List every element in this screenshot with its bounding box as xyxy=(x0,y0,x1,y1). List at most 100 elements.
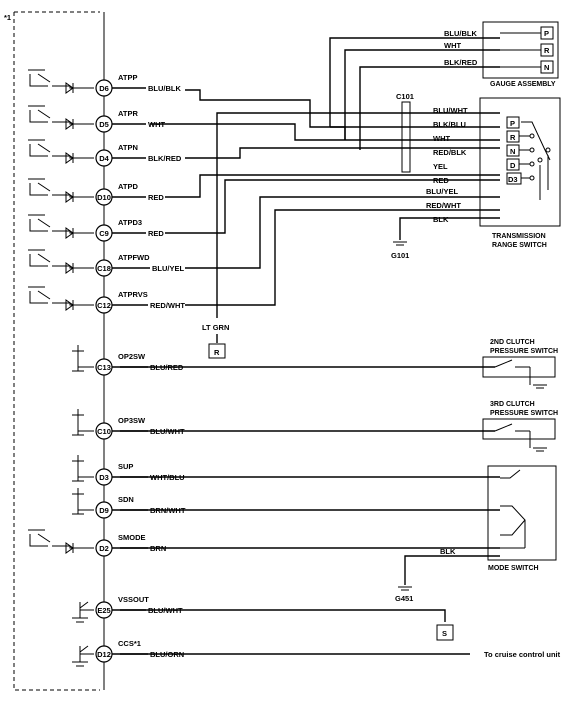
mode-switch-title: MODE SWITCH xyxy=(488,565,539,572)
lt-grn-terminal xyxy=(208,343,226,359)
clutch-2nd-title-1: 2ND CLUTCH xyxy=(490,339,535,346)
trs-pos-n: N xyxy=(510,147,515,156)
lt-grn-terminal-label: R xyxy=(214,348,220,357)
pin-signal-c9: ATPD3 xyxy=(118,218,142,227)
pin-wire-c9: RED xyxy=(148,229,164,238)
clutch-2nd-contacts xyxy=(494,359,531,385)
trs-wire-label-2: BLK/BLU xyxy=(433,120,466,129)
pin-rows: D6ATPPBLU/BLKD5ATPRWHTD4ATPNBLK/REDD10AT… xyxy=(28,69,186,667)
pin-id-e25: E25 xyxy=(97,606,110,615)
pin-id-d12: D12 xyxy=(97,650,111,659)
control-module-border xyxy=(13,12,100,691)
wire-vssout xyxy=(120,609,446,622)
wire-atpfwd xyxy=(185,196,500,269)
pin-signal-e25: VSSOUT xyxy=(118,595,149,604)
clutch-3rd-title-2: PRESSURE SWITCH xyxy=(490,410,558,417)
pin-id-c12: C12 xyxy=(97,301,111,310)
ground-g101-symbol xyxy=(393,241,407,246)
wire-gauge-blk-red xyxy=(359,66,500,150)
gauge-wire-label-1: BLU/BLK xyxy=(444,29,477,38)
trs-pos-p: P xyxy=(510,119,515,128)
pin-signal-d4: ATPN xyxy=(118,143,138,152)
clutch-3rd-title-1: 3RD CLUTCH xyxy=(490,401,535,408)
trs-wire-label-7: BLU/YEL xyxy=(426,187,459,196)
connector-c101-label: C101 xyxy=(396,92,414,101)
trs-wire-label-8: RED/WHT xyxy=(426,201,461,210)
clutch-3rd-switch xyxy=(482,418,556,440)
pin-signal-c18: ATPFWD xyxy=(118,253,150,262)
pin-id-c9: C9 xyxy=(99,229,109,238)
wire-blk-g101 xyxy=(399,217,500,240)
gauge-assembly-title: GAUGE ASSEMBLY xyxy=(490,81,556,88)
pin-signal-c10: OP3SW xyxy=(118,416,146,425)
wire-atpd3 xyxy=(165,179,500,234)
pin-wire-c18: BLU/YEL xyxy=(152,264,185,273)
wire-mode-blk xyxy=(404,555,500,585)
lt-grn-label: LT GRN xyxy=(202,323,229,332)
pin-row-d6: D6 ATPP BLU/BLK xyxy=(28,69,181,97)
trs-wire-label-3: WHT xyxy=(433,134,450,143)
trs-pos-r: R xyxy=(510,133,516,142)
trs-pos-d: D xyxy=(510,161,516,170)
wire-atpd xyxy=(165,174,500,198)
pin-signal-d6: ATPP xyxy=(118,73,137,82)
pin-wire-d6: BLU/BLK xyxy=(148,84,181,93)
ground-g451-label: G451 xyxy=(395,594,413,603)
pin-signal-d9: SDN xyxy=(118,495,134,504)
pin-wire-d4: BLK/RED xyxy=(148,154,182,163)
pin-signal-d10: ATPD xyxy=(118,182,138,191)
trs-wire-label-5: YEL xyxy=(433,162,448,171)
wire-blu-wht-c101 xyxy=(216,112,500,318)
cruise-note: To cruise control unit xyxy=(484,650,561,659)
pin-id-d5: D5 xyxy=(99,120,109,129)
pin-id-d4: D4 xyxy=(99,154,109,163)
pin-signal-c13: OP2SW xyxy=(118,352,146,361)
pin-signal-c12: ATPRVS xyxy=(118,290,148,299)
wire-trs-to-gauge-wht xyxy=(330,126,346,140)
wire-atpr xyxy=(150,123,500,141)
pin-id-d9: D9 xyxy=(99,506,109,515)
wire-gauge-blu-blk xyxy=(329,37,500,127)
gauge-pos-r: R xyxy=(544,46,550,55)
trs-wire-label-9: BLK xyxy=(433,215,449,224)
pin-signal-d12: CCS*1 xyxy=(118,639,141,648)
mode-switch-contacts xyxy=(500,469,526,549)
wire-atprvs xyxy=(185,209,500,306)
trs-pos-d3: D3 xyxy=(508,175,518,184)
pin-id-d3: D3 xyxy=(99,473,109,482)
pin-row-d4: D4 ATPN BLK/RED xyxy=(28,139,182,167)
trs-title-1: TRANSMISSION xyxy=(492,233,546,240)
pin-wire-d10: RED xyxy=(148,193,164,202)
pin-id-c18: C18 xyxy=(97,264,111,273)
gauge-wire-label-2: WHT xyxy=(444,41,461,50)
ground-g101-label: G101 xyxy=(391,251,409,260)
pin-id-d6: D6 xyxy=(99,84,109,93)
clutch-3rd-contacts xyxy=(494,423,531,448)
pin-id-c13: C13 xyxy=(97,363,111,372)
wire-gauge-wht xyxy=(344,49,500,140)
gauge-wire-label-3: BLK/RED xyxy=(444,58,478,67)
mode-switch xyxy=(487,465,557,561)
pin-signal-d3: SUP xyxy=(118,462,133,471)
trs-wire-label-1: BLU/WHT xyxy=(433,106,468,115)
trs-title-2: RANGE SWITCH xyxy=(492,242,547,249)
pin-signal-d5: ATPR xyxy=(118,109,138,118)
trs-wire-label-4: RED/BLK xyxy=(433,148,467,157)
transmission-range-switch: P R N D D3 TRANSMISSION RANGE SWITCH xyxy=(479,97,561,249)
gauge-pos-n: N xyxy=(544,63,549,72)
corner-mark: *1 xyxy=(4,13,11,22)
connector-c101 xyxy=(401,101,411,173)
